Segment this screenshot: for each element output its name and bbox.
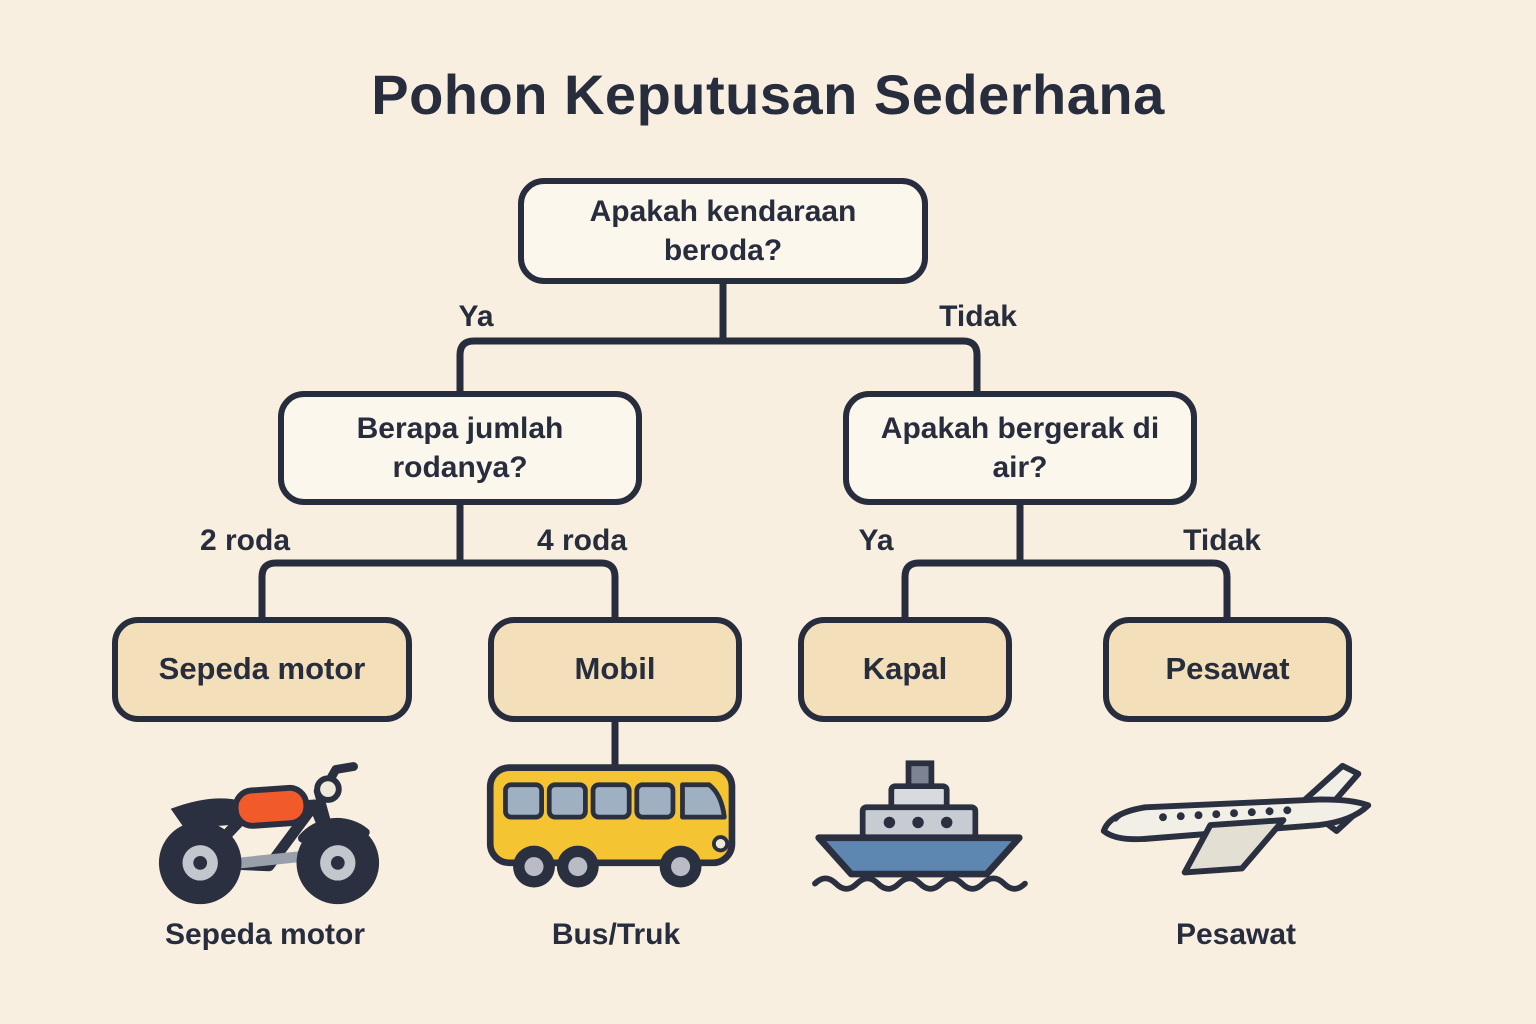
diagram-title: Pohon Keputusan Sederhana: [371, 63, 1165, 126]
motorcycle-icon: [138, 740, 400, 912]
bus-icon: [478, 760, 748, 898]
decision-node-water: Apakah bergerak di air?: [843, 391, 1197, 505]
branch-label-root-yes: Ya: [458, 300, 494, 333]
leaf-node-pesawat: Pesawat: [1103, 617, 1352, 722]
decision-node-root: Apakah kendaraan beroda?: [518, 178, 928, 284]
branch-label-water-yes: Ya: [858, 524, 894, 557]
branch-label-two-wheels: 2 roda: [199, 524, 291, 557]
caption-bus-truk: Bus/Truk: [551, 918, 681, 951]
airplane-icon: [1092, 756, 1382, 904]
caption-sepeda-motor: Sepeda motor: [164, 918, 366, 951]
leaf-node-mobil: Mobil: [488, 617, 742, 722]
connector-water-split: [901, 559, 1231, 621]
leaf-node-kapal: Kapal: [798, 617, 1012, 722]
connector-root-split: [456, 337, 981, 396]
leaf-node-sepeda-motor: Sepeda motor: [112, 617, 412, 722]
branch-label-four-wheels: 4 roda: [536, 524, 628, 557]
ship-icon: [808, 748, 1030, 896]
branch-label-root-no: Tidak: [939, 300, 1017, 333]
connector-wheels-split: [258, 559, 619, 621]
branch-label-water-no: Tidak: [1183, 524, 1261, 557]
caption-pesawat: Pesawat: [1175, 918, 1297, 951]
decision-node-wheel-count: Berapa jumlah rodanya?: [278, 391, 642, 505]
